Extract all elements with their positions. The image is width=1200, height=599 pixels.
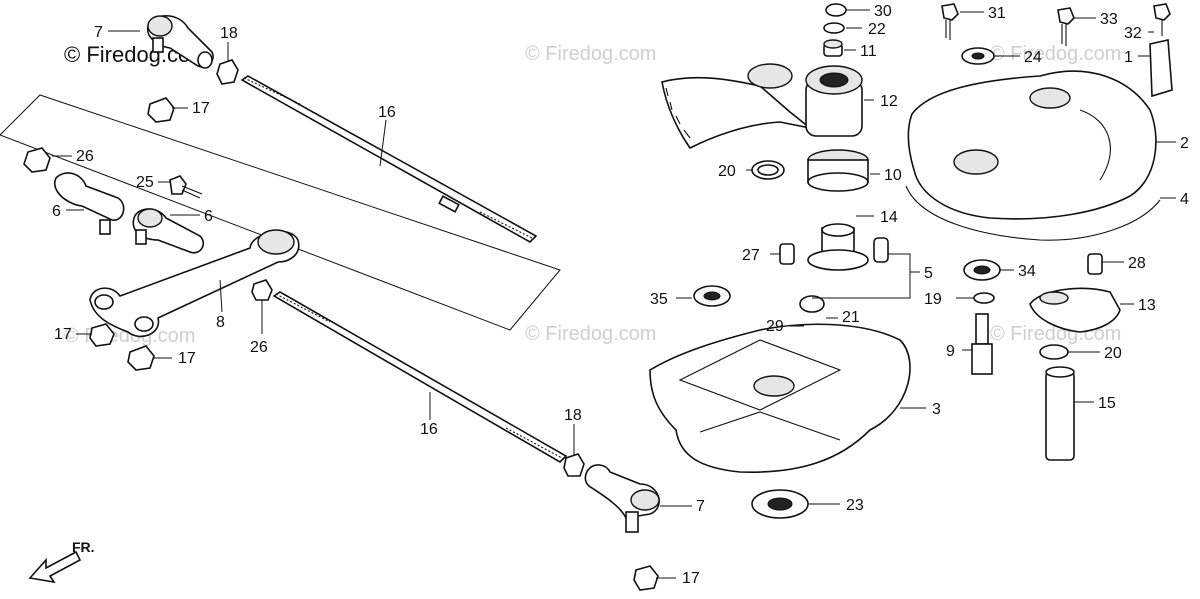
callout-25: 25 xyxy=(136,174,154,191)
callout-6: 6 xyxy=(52,203,61,220)
pin-27 xyxy=(779,243,795,265)
subassembly-frame xyxy=(0,94,561,331)
o-ring-20-a xyxy=(751,160,785,180)
callout-17: 17 xyxy=(54,326,72,343)
ball-joint-5 xyxy=(799,237,889,313)
pitman-arm-8 xyxy=(89,229,300,338)
callout-22: 22 xyxy=(868,21,886,38)
nut-18-bottom xyxy=(563,453,585,477)
callout-29: 29 xyxy=(766,318,784,335)
pinion-14 xyxy=(807,223,869,271)
callout-19: 19 xyxy=(924,291,942,308)
callout-21: 21 xyxy=(842,309,860,326)
callout-18: 18 xyxy=(220,25,238,42)
callout-20: 20 xyxy=(1104,345,1122,362)
bolt-31 xyxy=(941,3,959,40)
tie-rod-end-bottom xyxy=(584,464,660,533)
bearing-35 xyxy=(693,285,731,307)
watermark-faint: © Firedog.com xyxy=(525,43,656,65)
bushing-11 xyxy=(823,39,843,57)
shaft-15 xyxy=(1045,366,1075,461)
gasket-4 xyxy=(905,185,1161,241)
callout-5: 5 xyxy=(924,265,933,282)
callout-17: 17 xyxy=(178,350,196,367)
callout-17: 17 xyxy=(192,100,210,117)
callout-24: 24 xyxy=(1024,49,1042,66)
callout-33: 33 xyxy=(1100,11,1118,28)
lower-case-3 xyxy=(649,323,911,473)
callout-14: 14 xyxy=(880,209,898,226)
tie-rod-end-6-left xyxy=(53,172,125,235)
callout-16: 16 xyxy=(420,421,438,438)
bearing-23 xyxy=(751,489,809,519)
callout-12: 12 xyxy=(880,93,898,110)
clip-30 xyxy=(825,3,847,17)
callout-31: 31 xyxy=(988,5,1006,22)
callout-7: 7 xyxy=(94,24,103,41)
callout-11: 11 xyxy=(860,43,877,60)
sector-gear-13 xyxy=(1029,287,1121,333)
callout-26: 26 xyxy=(250,339,268,356)
callout-17: 17 xyxy=(682,570,700,587)
callout-18: 18 xyxy=(564,407,582,424)
bushing-10 xyxy=(807,149,869,192)
callout-32: 32 xyxy=(1124,25,1142,42)
nut-18-top xyxy=(216,59,239,85)
bracket-1 xyxy=(1149,39,1173,98)
tie-rod-16-bottom xyxy=(272,291,568,464)
upper-case-2 xyxy=(907,70,1157,220)
callout-8: 8 xyxy=(216,314,225,331)
callout-16: 16 xyxy=(378,104,396,121)
bolt-33 xyxy=(1057,7,1075,46)
flange-nut-17-b xyxy=(89,323,115,347)
callout-28: 28 xyxy=(1128,255,1146,272)
bolt-25 xyxy=(169,175,203,199)
washer-19 xyxy=(973,292,995,304)
callout-labels: 7 18 17 16 26 25 6 6 8 17 26 17 16 18 7 … xyxy=(52,3,1189,587)
callout-35: 35 xyxy=(650,291,668,308)
flange-nut-17-c xyxy=(127,345,155,371)
front-direction-arrow-icon xyxy=(28,550,82,584)
flange-nut-17-d xyxy=(633,565,659,591)
callout-2: 2 xyxy=(1180,135,1189,152)
worm-shaft-9 xyxy=(971,313,993,375)
callout-34: 34 xyxy=(1018,263,1036,280)
bearing-34 xyxy=(963,259,1001,281)
tie-rod-16-top xyxy=(240,75,538,243)
o-ring-20-b xyxy=(1039,344,1069,360)
callout-4: 4 xyxy=(1180,191,1189,208)
tie-rod-end-top xyxy=(146,15,214,69)
callout-3: 3 xyxy=(932,401,941,418)
callout-1: 1 xyxy=(1124,49,1133,66)
callout-27: 27 xyxy=(742,247,760,264)
callout-13: 13 xyxy=(1138,297,1156,314)
front-direction-label: FR. xyxy=(72,539,95,555)
washer-22 xyxy=(823,22,845,34)
callout-6: 6 xyxy=(204,208,213,225)
callout-23: 23 xyxy=(846,497,864,514)
flange-nut-17-a xyxy=(147,97,175,123)
nut-26-a xyxy=(23,147,51,173)
watermark-faint: © Firedog.com xyxy=(525,323,656,345)
callout-10: 10 xyxy=(884,167,902,184)
leader-lines xyxy=(52,9,1176,579)
tie-rod-end-6-right xyxy=(132,208,205,254)
callout-30: 30 xyxy=(874,3,892,20)
pin-28 xyxy=(1087,253,1103,275)
callout-7: 7 xyxy=(696,498,705,515)
callout-26: 26 xyxy=(76,148,94,165)
watermark-faint: © Firedog.com xyxy=(990,43,1121,65)
bolt-32 xyxy=(1153,3,1171,36)
callout-9: 9 xyxy=(946,343,955,360)
sector-gear-12 xyxy=(661,63,863,150)
callout-15: 15 xyxy=(1098,395,1116,412)
nut-26-b xyxy=(251,279,273,301)
callout-20: 20 xyxy=(718,163,736,180)
seal-24 xyxy=(961,47,995,65)
